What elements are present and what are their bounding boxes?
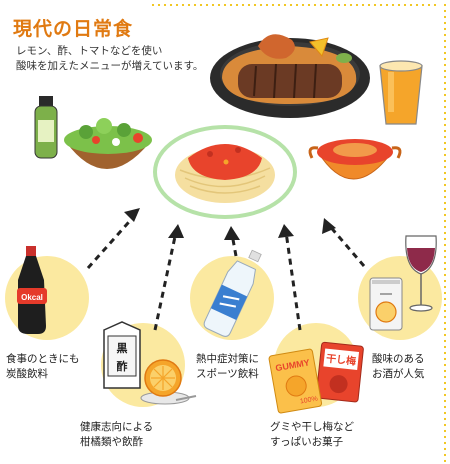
dotted-border-top — [150, 4, 440, 6]
gummy-percent-text: 100% — [299, 395, 318, 405]
label-sports-line-1: 熱中症対策に — [196, 353, 259, 365]
label-sports-line-2: スポーツ飲料 — [196, 368, 259, 380]
cola-label-text: Okcal — [21, 293, 43, 302]
arrow-head-3 — [224, 226, 240, 240]
arrow-4 — [284, 231, 302, 331]
label-sour-candy: グミや干し梅など すっぱいお菓子 — [270, 420, 354, 450]
label-candy-line-1: グミや干し梅など — [270, 421, 354, 433]
arrow-5 — [326, 223, 366, 267]
arrow-1 — [86, 213, 138, 269]
label-sports-drinks: 熱中症対策に スポーツ飲料 — [196, 352, 259, 382]
arrows — [86, 213, 366, 331]
dressing-bottle-icon — [34, 96, 58, 159]
subtitle-line-1: レモン、酢、トマトなどを使い — [16, 45, 163, 57]
arrow-head-1 — [124, 208, 140, 222]
vinegar-carton-icon: 黒 酢 — [103, 321, 141, 389]
label-citrus-vinegar: 健康志向による 柑橘類や飲酢 — [80, 420, 153, 450]
arrow-3 — [230, 233, 238, 257]
cola-bottle-icon: Okcal — [17, 246, 47, 334]
carton-label-line2: 酢 — [117, 359, 128, 373]
ume-pack-text: 干し梅 — [326, 352, 357, 368]
page-subtitle: レモン、酢、トマトなどを使い 酸味を加えたメニューが増えています。 — [16, 44, 236, 74]
arrow-head-5 — [322, 218, 336, 234]
sports-drink-bottle-icon — [203, 249, 262, 337]
label-carbonated-line-2: 炭酸飲料 — [6, 368, 48, 380]
arrow-head-4 — [278, 224, 294, 238]
soup-bowl-icon — [308, 139, 402, 180]
juice-glass-icon — [379, 60, 423, 125]
carton-label-line1: 黒 — [117, 342, 128, 355]
steak-plate-icon — [210, 34, 370, 118]
subtitle-line-2: 酸味を加えたメニューが増えています。 — [16, 60, 204, 72]
sour-candy-icon: 干し梅 GUMMY 100% — [268, 341, 364, 414]
label-sour-alcohol: 酸味のある お酒が人気 — [372, 352, 425, 382]
label-alcohol-line-2: お酒が人気 — [372, 368, 425, 380]
label-citrus-line-2: 柑橘類や飲酢 — [80, 436, 143, 448]
label-carbonated-line-1: 食事のときにも — [6, 353, 80, 365]
orange-slice-icon — [140, 359, 197, 405]
pasta-plate-icon — [153, 125, 297, 219]
label-alcohol-line-1: 酸味のある — [372, 353, 425, 365]
label-citrus-line-1: 健康志向による — [80, 421, 154, 433]
arrow-heads — [124, 208, 336, 240]
label-candy-line-2: すっぱいお菓子 — [270, 436, 344, 448]
arrow-2 — [153, 231, 178, 331]
dotted-border-right — [444, 2, 446, 462]
label-carbonated-drinks: 食事のときにも 炭酸飲料 — [6, 352, 80, 382]
wine-and-can-icon — [369, 235, 437, 331]
page-title: 現代の日常食 — [13, 18, 134, 40]
salad-bowl-icon — [64, 118, 152, 169]
arrow-head-2 — [168, 224, 184, 238]
